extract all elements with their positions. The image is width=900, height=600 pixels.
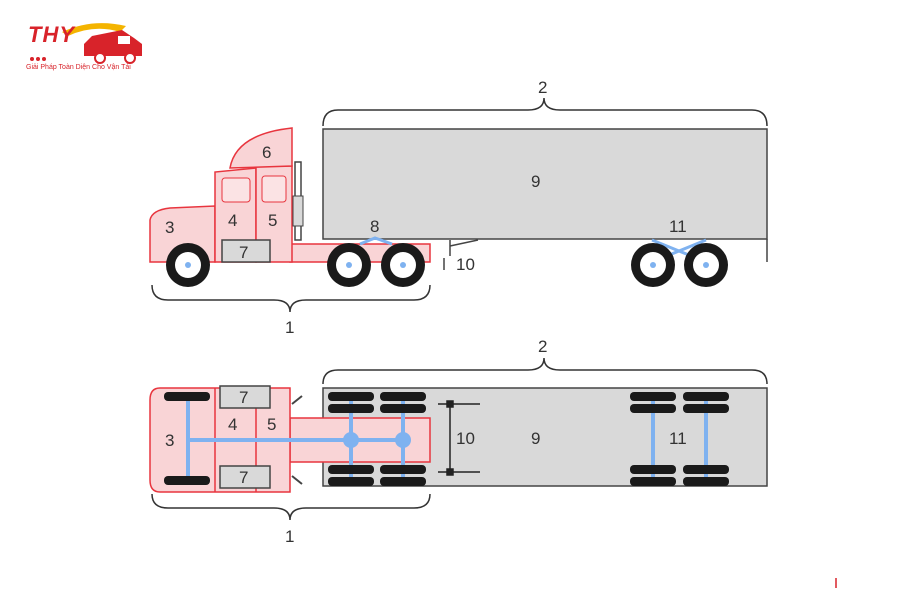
logo-brand-text: THY xyxy=(28,22,75,47)
fuel-tank-top-lower xyxy=(219,465,271,489)
wheel-drive1-side xyxy=(327,243,371,287)
tires-top xyxy=(164,392,729,486)
label-top-1: 1 xyxy=(285,527,294,546)
label-top-5: 5 xyxy=(267,415,276,434)
truck-logo-icon xyxy=(30,23,142,64)
label-side-8: 8 xyxy=(370,217,379,236)
label-side-7: 7 xyxy=(239,243,248,262)
wheel-trailer2-side xyxy=(684,243,728,287)
roof-fairing-side xyxy=(229,127,293,169)
label-side-4: 4 xyxy=(228,211,237,230)
label-top-9: 9 xyxy=(531,429,540,448)
fifth-wheel-side xyxy=(359,236,393,246)
brace-tractor-side xyxy=(151,284,431,313)
company-logo xyxy=(22,14,152,78)
label-top-7-lower: 7 xyxy=(239,468,248,487)
wheel-front-side xyxy=(166,243,210,287)
label-side-9: 9 xyxy=(531,172,540,191)
label-top-3: 3 xyxy=(165,431,174,450)
landing-gear-side xyxy=(449,239,479,256)
fuel-tank-top-upper xyxy=(219,385,271,409)
label-side-11: 11 xyxy=(669,217,687,236)
label-side-2: 2 xyxy=(538,78,547,97)
label-side-1: 1 xyxy=(285,318,294,337)
label-side-10: 10 xyxy=(456,255,475,274)
label-side-5: 5 xyxy=(268,211,277,230)
label-top-4: 4 xyxy=(228,415,237,434)
fuel-tank-side xyxy=(221,239,271,263)
label-side-3: 3 xyxy=(165,218,174,237)
top-view: 1 2 3 4 5 7 7 9 10 11 xyxy=(149,337,768,546)
wheel-drive2-side xyxy=(381,243,425,287)
wheel-trailer1-side xyxy=(631,243,675,287)
label-top-2: 2 xyxy=(538,337,547,356)
logo-tagline: Giải Pháp Toàn Diện Cho Vận Tải xyxy=(26,64,131,71)
landing-gear-top xyxy=(438,400,480,476)
brace-trailer-side xyxy=(322,97,768,127)
trailer-box-side xyxy=(322,128,768,240)
side-view: 1 2 3 4 5 6 7 8 9 10 11 xyxy=(149,78,768,337)
label-top-10: 10 xyxy=(456,429,475,448)
label-side-6: 6 xyxy=(262,143,271,162)
brace-tractor-top xyxy=(151,493,431,521)
brace-trailer-top xyxy=(322,357,768,385)
label-top-11: 11 xyxy=(669,429,687,448)
label-top-7-upper: 7 xyxy=(239,388,248,407)
